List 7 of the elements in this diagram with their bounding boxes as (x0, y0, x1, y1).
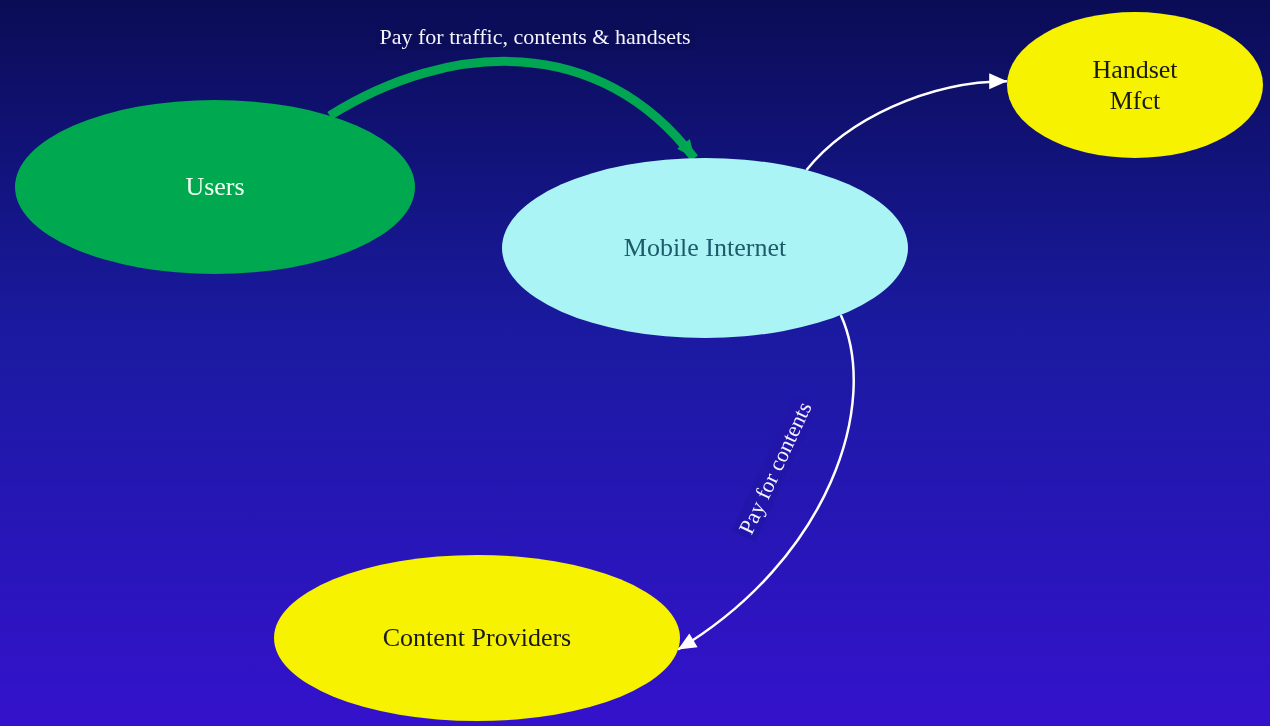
edge-label: Pay for traffic, contents & handsets (375, 24, 695, 50)
node-label: Users (185, 171, 245, 203)
node-label: Handset Mfct (1091, 53, 1179, 117)
arrow (805, 73, 1008, 171)
arrow (677, 314, 855, 651)
node-label: Mobile Internet (623, 232, 787, 264)
node-label: Content Providers (382, 622, 572, 654)
